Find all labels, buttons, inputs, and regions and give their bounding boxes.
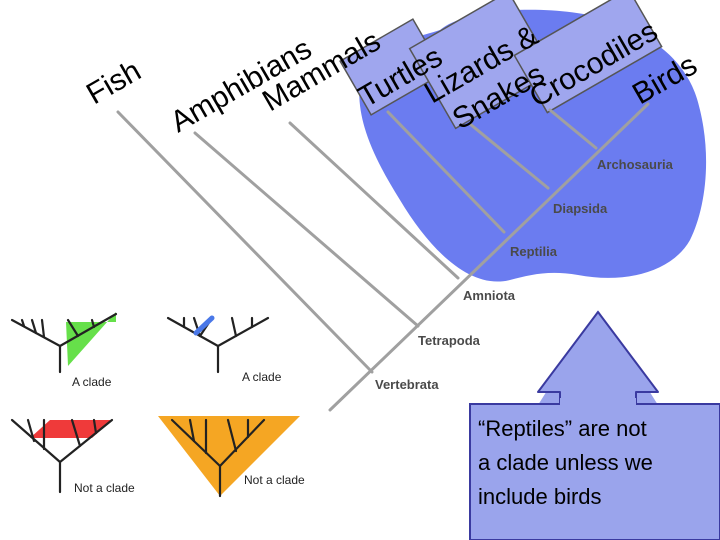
- callout-text-line-2: a clade unless we: [478, 450, 653, 475]
- callout-text-line-1: “Reptiles” are not: [478, 416, 647, 441]
- node-archosauria: Archosauria: [597, 157, 674, 172]
- example-label-clade-1: A clade: [72, 375, 112, 389]
- node-vertebrata: Vertebrata: [375, 377, 439, 392]
- example-not-clade-orange: Not a clade: [158, 416, 305, 498]
- callout-arrow-outline: [537, 311, 659, 405]
- callout-box: [469, 403, 720, 540]
- example-clade-green: A clade: [10, 312, 118, 389]
- crocodiles-box: [513, 0, 663, 114]
- example-label-not-clade-2: Not a clade: [244, 473, 305, 487]
- example-label-clade-2: A clade: [242, 370, 282, 384]
- example-not-clade-red: Not a clade: [10, 418, 135, 495]
- node-reptilia: Reptilia: [510, 244, 558, 259]
- example-clade-blue: A clade: [166, 315, 282, 384]
- cladogram-lines: [116, 102, 650, 412]
- clade-highlight-blue: [193, 315, 215, 336]
- example-label-not-clade-1: Not a clade: [74, 481, 135, 495]
- node-amniota: Amniota: [463, 288, 516, 303]
- not-clade-highlight-red: [30, 420, 112, 438]
- clade-highlight-green: [66, 312, 116, 366]
- node-tetrapoda: Tetrapoda: [418, 333, 481, 348]
- taxon-fish: Fish: [81, 54, 147, 111]
- node-diapsida: Diapsida: [553, 201, 608, 216]
- callout-text-line-3: include birds: [478, 484, 602, 509]
- lizards-box: [408, 0, 556, 130]
